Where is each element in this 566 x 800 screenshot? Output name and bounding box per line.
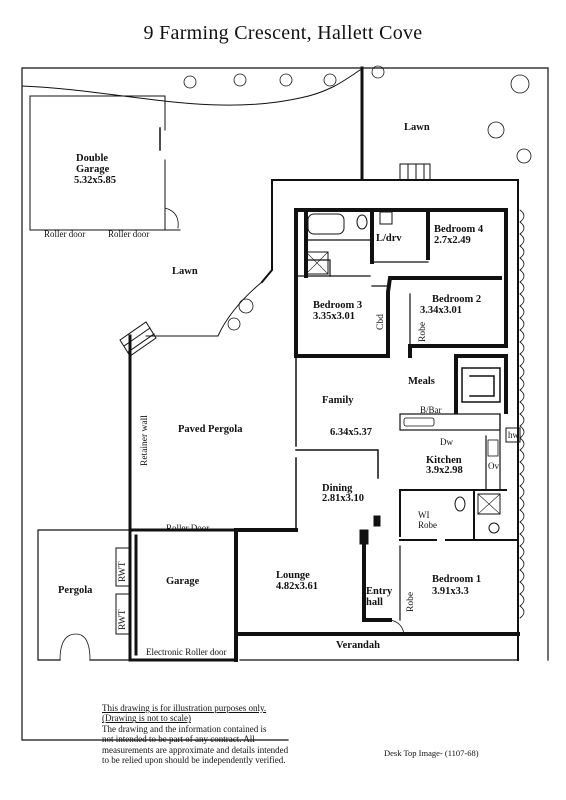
bbar-label: B/Bar [420,405,442,415]
lounge-label: Lounge [276,570,310,581]
kitchen-dims: 3.9x2.98 [426,465,463,476]
double-garage-dims: 5.32x5.85 [74,175,116,186]
paved-pergola-label: Paved Pergola [178,424,243,435]
retainer-wall-label: Retainer wall [140,415,150,466]
ldrv-label: L/drv [376,233,402,244]
boundary-line [21,67,549,741]
toilet-1 [356,214,368,230]
basin-2 [488,522,500,534]
bedroom4-dims: 2.7x2.49 [434,235,471,246]
disclaimer: This drawing is for illustration purpose… [102,703,302,765]
garage-label: Garage [166,576,200,587]
family-label: Family [322,395,354,406]
meals-wall-right [454,354,508,414]
ov-label: Ov [488,461,499,471]
house-outer-wall [260,179,519,661]
verandah-label: Verandah [336,640,380,651]
disclaimer-line-1: This drawing is for illustration purpose… [102,703,267,713]
double-garage-label-2: Garage [76,164,110,175]
roller-door-label-1: Roller door [44,229,86,239]
bedroom3-inner [295,275,389,287]
bedroom3-label: Bedroom 3 [313,300,363,311]
boundary-rear-curve [21,69,361,106]
double-garage-label: Double [76,153,109,164]
dining-walls [295,449,379,479]
lounge-dims: 4.82x3.61 [276,581,318,592]
kitchen-label: Kitchen [426,455,462,466]
pergola-walls [37,529,131,661]
kitchen-bench [399,413,501,431]
robe-b1-label: Robe [406,591,416,612]
roller-door-label-3: Roller Door [166,523,210,533]
disclaimer-line-6: to be relied upon should be independentl… [102,755,286,766]
bedroom1-label: Bedroom 1 [432,574,482,585]
shower [305,251,329,275]
shower-2 [477,493,501,515]
image-credit: Desk Top Image- (1107-68) [384,748,479,758]
cooktop [487,439,499,457]
lounge-walls [234,528,392,662]
wi-label: WI [418,510,430,520]
double-garage-door-arc [164,207,179,229]
dining-dims: 2.81x3.10 [322,493,364,504]
shrubs [183,65,532,619]
hall-label: hall [366,597,383,608]
bath-inner [305,239,429,277]
dining-label: Dining [322,483,353,494]
hw-unit [505,427,521,443]
cbd-label: Cbd [376,314,386,330]
rwt-1 [115,547,131,587]
lawn-mid-label: Lawn [172,266,198,277]
disclaimer-line-4: not intended to be part of any contract.… [102,734,255,745]
pergola-steps [119,321,157,357]
fireplace [461,367,501,403]
bedroom3-dims: 3.35x3.01 [313,311,355,322]
disclaimer-line-2: (Drawing is not to scale) [102,713,191,724]
lawn-edge [145,281,263,337]
rwt-2 [115,593,131,635]
steps [399,163,431,181]
bedroom1-dims: 3.91x3.3 [432,586,469,597]
plan-title: 9 Farming Crescent, Hallett Cove [143,22,423,44]
family-dims: 6.34x5.37 [330,427,372,438]
bedroom2-label: Bedroom 2 [432,294,482,305]
roller-door-label-2: Roller door [108,229,150,239]
double-garage-walls [29,95,181,231]
bedroom4-label: Bedroom 4 [434,224,484,235]
rwt-label-1: RWT [118,561,128,582]
pergola-gate [59,633,91,661]
bedroom2-dims: 3.34x3.01 [420,305,462,316]
bath-tub [307,213,345,235]
bedroom-wing [294,208,508,358]
vanity [379,211,393,225]
column-2 [373,515,381,527]
garage-walls [128,528,238,662]
disclaimer-line-3: The drawing and the information containe… [102,723,267,734]
rwt-label-2: RWT [118,609,128,630]
ensuite-walls [399,489,519,541]
electronic-roller-door-label: Electronic Roller door [146,647,227,657]
toilet-2 [454,496,466,512]
wi-robe-label: Robe [418,520,437,530]
disclaimer-line-5: measurements are approximate and details… [102,744,289,755]
hw-label: hw [508,430,519,440]
meals-label: Meals [408,376,435,387]
robe-b2-label: Robe [418,321,428,342]
pergola-label: Pergola [58,585,93,596]
entry-label: Entry [366,586,393,597]
entry-door-arc [389,619,405,635]
lawn-top-label: Lawn [404,122,430,133]
dw-label: Dw [440,437,453,447]
